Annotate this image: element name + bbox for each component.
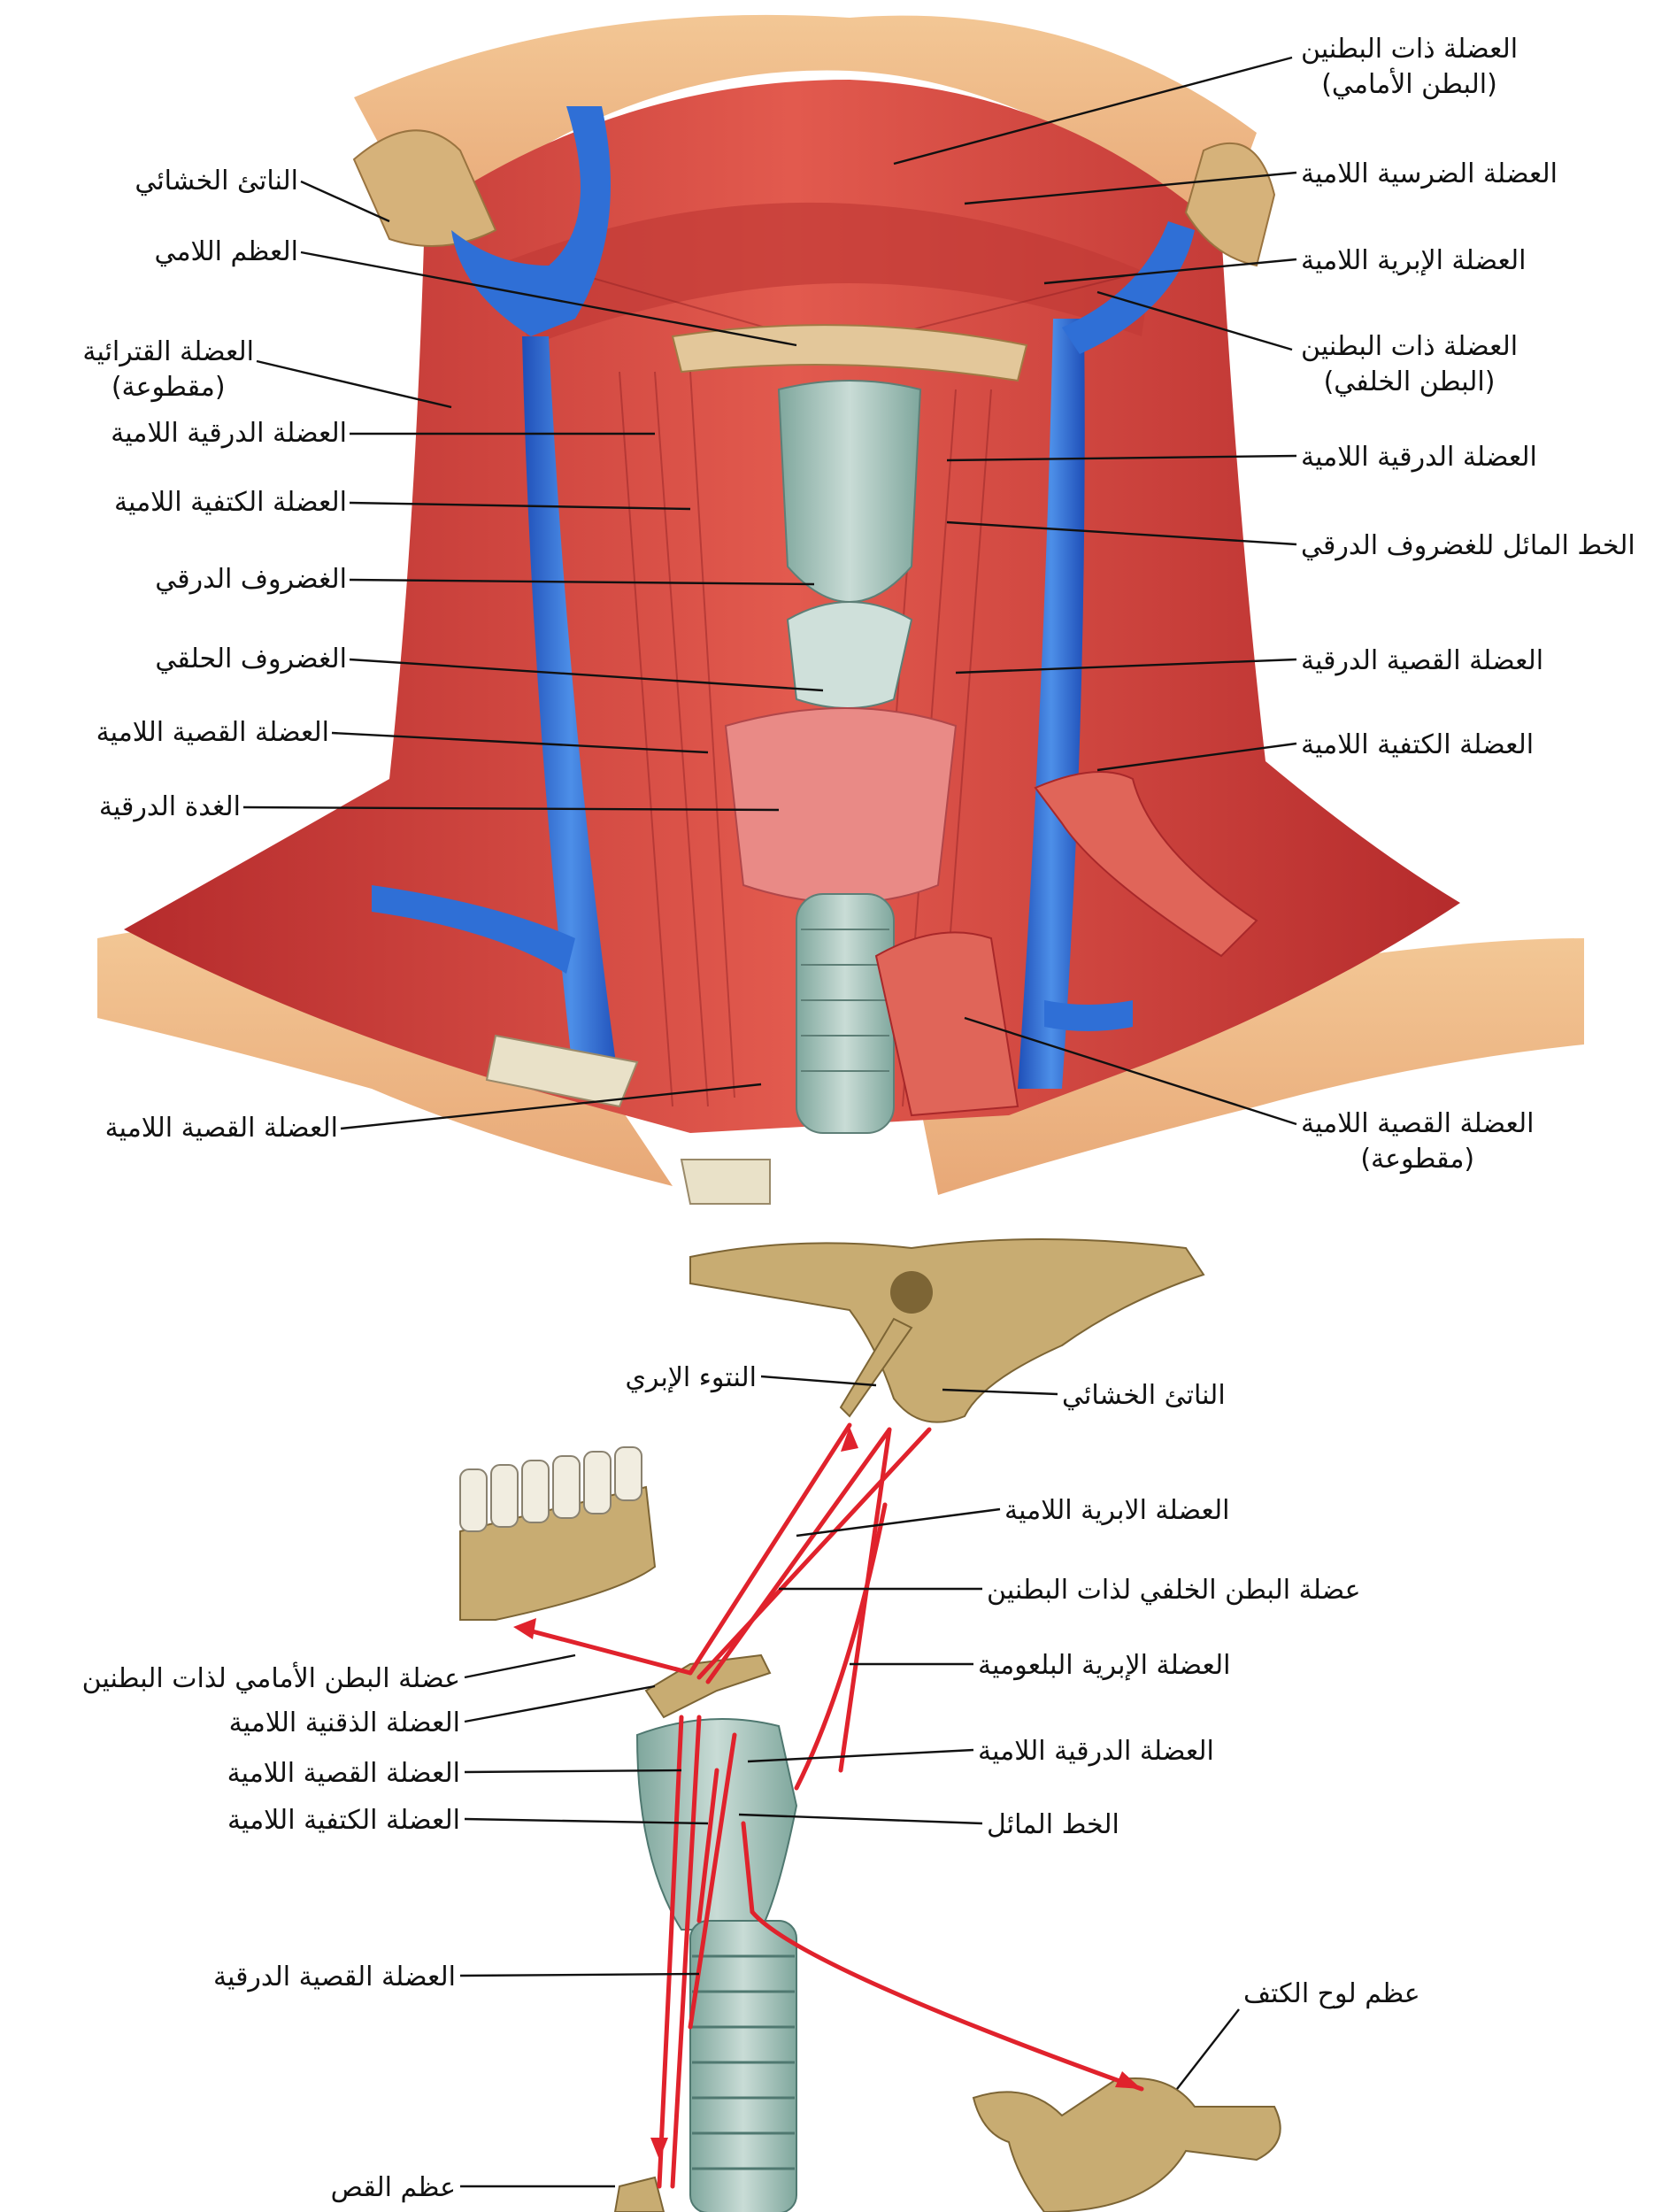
muscle-schematic [459,1238,1281,2212]
sternum [613,2176,665,2212]
jugular-vein-left [522,336,619,1093]
label-mylohyoid: العضلة الضرسية اللامية [1301,158,1558,189]
label-cricoid-cartilage: الغضروف الحلقي [155,644,347,674]
sternohyoid-cut [874,931,1019,1117]
label-stylopharyngeus: العضلة الإبرية البلعومية [978,1650,1231,1681]
hyoid-schematic [644,1653,772,1719]
label-stylohyoid: العضلة الإبرية اللامية [1301,245,1527,276]
label-sternothyroid: العضلة القصية الدرقية [1301,645,1544,676]
label-oblique-line: الخط المائل [987,1809,1119,1840]
mastoid-process-right [1184,142,1276,267]
label-sternohyoid-lower: العضلة القصية اللامية [227,1758,460,1789]
label-thyroid-gland: الغدة الدرقية [98,791,241,822]
label-thyrohyoid-left: العضلة الدرقية اللامية [111,418,347,449]
label-stylohyoid-lower: العضلة الابرية اللامية [1004,1495,1230,1526]
label-mastoid-upper: الناتئ الخشائي [135,166,298,197]
label-thyrohyoid-right: العضلة الدرقية اللامية [1301,442,1537,473]
cricoid-cartilage [786,601,913,709]
label-sternocleidomastoid-cut: العضلة القترائية (مقطوعة) [82,336,254,403]
label-geniohyoid: العضلة الذقنية اللامية [228,1707,460,1738]
omohyoid-right [1034,771,1258,958]
temporal-bone [689,1238,1205,1423]
label-sternohyoid-cut: العضلة القصية اللامية (مقطوعة) [1301,1108,1535,1175]
larynx [635,1718,798,1931]
label-hyoid-bone: العظم اللامي [154,236,298,267]
label-digastric-anterior: العضلة ذات البطنين (البطن الأمامي) [1301,34,1519,100]
label-omohyoid-right: العضلة الكتفية اللامية [1301,729,1535,760]
leader-lines [242,56,1297,1130]
label-thyrohyoid-lower: العضلة الدرقية اللامية [978,1736,1214,1767]
label-mastoid-lower: الناتئ الخشائي [1062,1380,1226,1411]
label-sternohyoid-left: العضلة القصية اللامية [96,717,329,748]
label-sternum: عظم القص [330,2172,456,2203]
trachea-schematic [689,1920,797,2212]
label-digastric-posterior: العضلة ذات البطنين (البطن الخلفي) [1301,331,1519,397]
label-digastric-anterior-lower: عضلة البطن الأمامي لذات البطنين [81,1663,460,1694]
label-thyroid-cartilage: الغضروف الدرقي [155,564,347,595]
label-oblique-line-thyroid: الخط المائل للغضروف الدرقي [1301,530,1635,561]
label-omohyoid-lower: العضلة الكتفية اللامية [227,1805,460,1836]
label-scapula: عظم لوح الكتف [1243,1978,1420,2009]
jugular-vein-right [1018,319,1085,1089]
scapula [972,2077,1281,2212]
thyroid-cartilage [777,380,922,603]
label-sternothyroid-lower: العضلة القصية الدرقية [212,1962,456,1992]
thyroid-gland [724,707,958,904]
skin-flap-lower [97,927,673,1186]
label-styloid-process: النتوء الإبري [625,1362,757,1393]
label-sternohyoid-bottom: العضلة القصية اللامية [104,1113,338,1144]
label-digastric-posterior-lower: عضلة البطن الخلفي لذات البطنين [987,1575,1361,1606]
styloid-process [839,1317,913,1418]
label-omohyoid-left: العضلة الكتفية اللامية [113,487,347,518]
skin-flap-upper [354,14,1257,231]
neck-dissection [97,14,1584,1205]
mastoid-process-left [352,129,497,247]
